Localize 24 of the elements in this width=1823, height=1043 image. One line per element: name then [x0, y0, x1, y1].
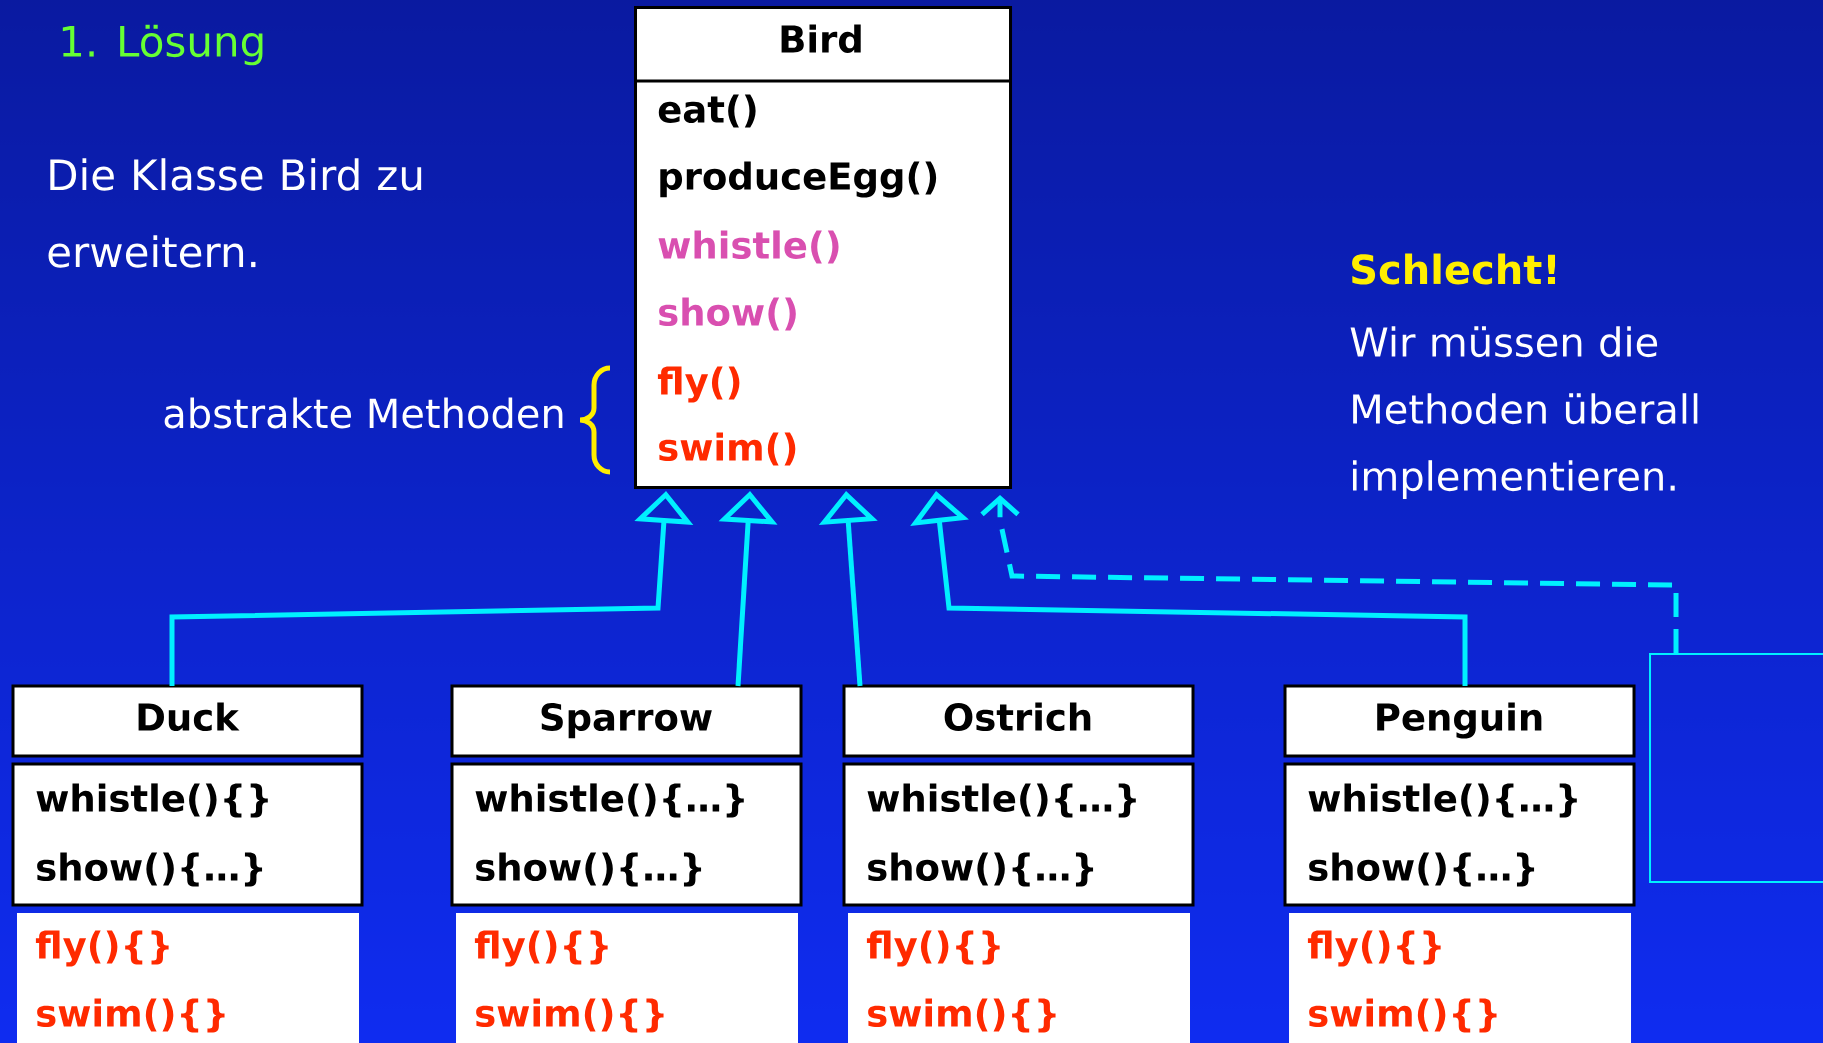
node-label: Ostrich — [944, 702, 1091, 732]
node-label: whistle(){…} — [867, 783, 1136, 818]
node-label: whistle(){…} — [475, 783, 744, 818]
heading: 1. Lösung — [62, 24, 263, 66]
class-box: Ostrich whistle(){…} show(){…} fly(){} swim(){} — [842, 684, 1195, 1043]
annotation-text: abstrakte Methoden — [164, 397, 563, 429]
warning-heading: Schlecht! — [1352, 253, 1555, 285]
inheritance-arrow — [980, 495, 1679, 653]
node-label: whistle(){} — [36, 783, 268, 818]
node-label: Sparrow — [541, 703, 712, 739]
node-label: show(){…} — [37, 852, 263, 887]
node-label: show(){…} — [476, 852, 702, 887]
node-label: show(){…} — [1309, 852, 1535, 887]
node-label: Penguin — [1377, 702, 1542, 739]
class-box — [1649, 653, 1823, 883]
class-box: Bird eat() produceEgg() whistle() show() fly() swim() — [634, 6, 1012, 489]
node-label: whistle(){…} — [1308, 783, 1577, 818]
class-box: Penguin whistle(){…} show(){…} fly(){} swim(){} — [1283, 684, 1636, 1043]
note-text: Wir müssen die Methoden überall implementieren. — [1350, 326, 1698, 499]
node-label: Duck — [138, 702, 240, 732]
class-box: Sparrow whistle(){…} show(){…} fly(){} swim(){} — [450, 684, 803, 1043]
class-box: Duck whistle(){} show(){…} fly(){} swim(){} — [11, 684, 364, 1043]
node-label: show(){…} — [868, 852, 1094, 887]
description-text: Die Klasse Bird zu erweitern. — [48, 158, 422, 268]
